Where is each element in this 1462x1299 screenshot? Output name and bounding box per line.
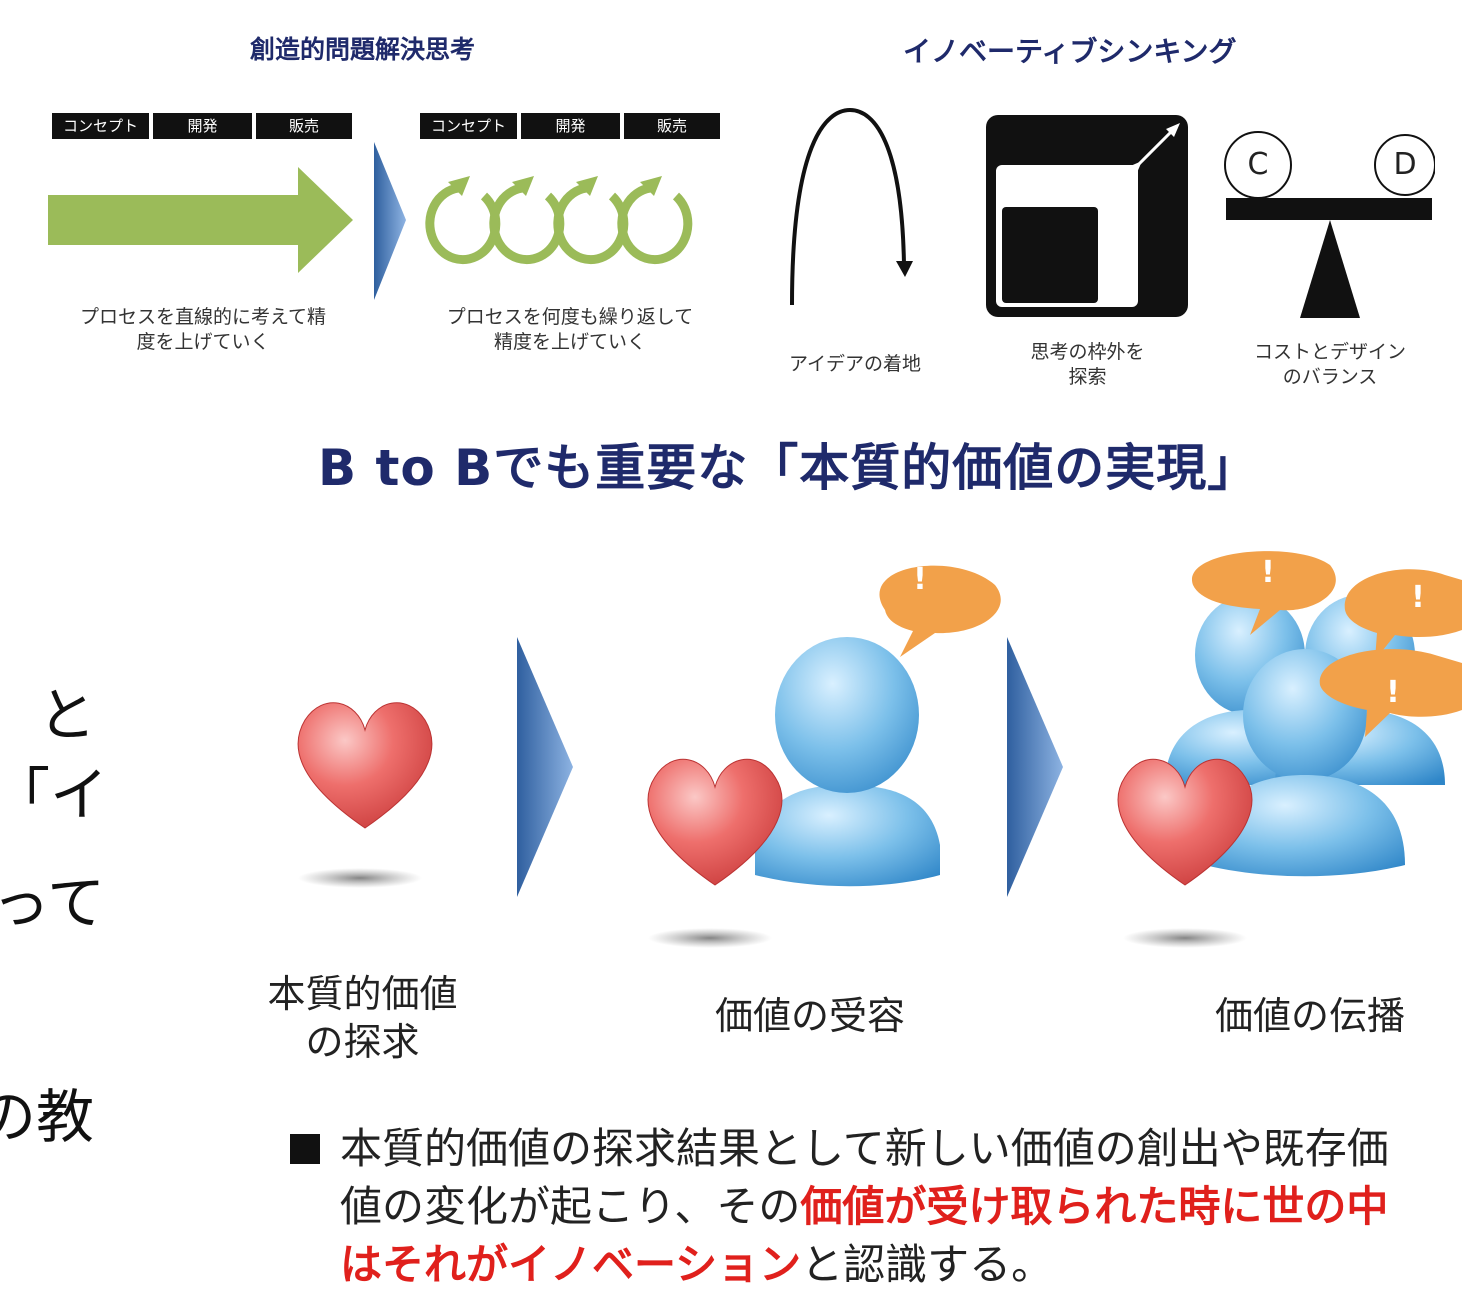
idea-landing-caption-line1: アイデアの着地 bbox=[788, 353, 922, 375]
iterative-header-concept: コンセプト bbox=[420, 113, 517, 139]
iterative-caption-line1: プロセスを何度も繰り返して bbox=[446, 306, 694, 328]
stage3-bubble-mark-3: ! bbox=[1386, 675, 1400, 710]
stage-chevron-1-icon bbox=[517, 637, 573, 897]
stage3-bubble-mark-2: ! bbox=[1411, 580, 1425, 615]
idea-landing-arc-icon bbox=[790, 107, 913, 306]
stage-chevron-2-icon bbox=[1007, 637, 1063, 897]
linear-caption: プロセスを直線的に考えて精 度を上げていく bbox=[48, 305, 358, 355]
stage3-bubble-mark-1: ! bbox=[1261, 555, 1275, 590]
cost-circle-label: C bbox=[1247, 147, 1269, 182]
linear-caption-line1: プロセスを直線的に考えて精 bbox=[79, 306, 327, 328]
linear-header-development: 開発 bbox=[153, 113, 252, 139]
innovative-thinking-title: イノベーティブシンキング bbox=[903, 35, 1237, 68]
balance-caption: コストとデザイン のバランス bbox=[1225, 340, 1435, 390]
left-fragment-3: って bbox=[0, 869, 106, 937]
stage1-heart-icon bbox=[297, 702, 433, 888]
idea-landing-caption: アイデアの着地 bbox=[760, 352, 950, 377]
bullet-text-emphasis: 価値が受け取られた時に世の中はそれがイノベーション bbox=[340, 1182, 1389, 1289]
think-outside-caption-line1: 思考の枠外を bbox=[1030, 341, 1145, 363]
stage1-label-line1: 本質的価値 bbox=[267, 972, 458, 1016]
stage2-label-line1: 価値の受容 bbox=[714, 994, 905, 1038]
process-chevron-icon bbox=[374, 142, 406, 300]
stage2-bubble-mark: ! bbox=[913, 562, 927, 597]
stage3-label-line1: 価値の伝播 bbox=[1214, 994, 1405, 1038]
stage3-group-icon bbox=[1117, 551, 1462, 948]
iterative-header-development: 開発 bbox=[521, 113, 620, 139]
bullet-text-plain-2: と認識する。 bbox=[801, 1240, 1054, 1289]
left-fragment-4: の教 bbox=[0, 1083, 95, 1151]
bullet-statement: 本質的価値の探求結果として新しい価値の創出や既存価値の変化が起こり、その価値が受… bbox=[290, 1120, 1430, 1294]
bullet-text: 本質的価値の探求結果として新しい価値の創出や既存価値の変化が起こり、その価値が受… bbox=[340, 1120, 1430, 1294]
left-fragment-1: と bbox=[38, 681, 97, 749]
stage3-label: 価値の伝播 bbox=[1180, 992, 1440, 1040]
iterative-caption: プロセスを何度も繰り返して 精度を上げていく bbox=[420, 305, 720, 355]
think-outside-caption-line2: 探索 bbox=[1068, 366, 1107, 388]
iterative-header-sales: 販売 bbox=[624, 113, 720, 139]
balance-caption-line1: コストとデザイン bbox=[1253, 341, 1406, 363]
left-fragment-2: 「イ bbox=[0, 761, 109, 829]
iterative-loop-arrows-icon bbox=[425, 176, 693, 265]
think-outside-box-icon bbox=[986, 115, 1188, 317]
linear-arrow-icon bbox=[48, 167, 353, 273]
linear-caption-line2: 度を上げていく bbox=[136, 331, 270, 353]
stage1-label-line2: の探求 bbox=[305, 1020, 420, 1064]
design-circle-label: D bbox=[1393, 147, 1417, 182]
cost-design-balance-icon bbox=[1224, 131, 1435, 318]
think-outside-caption: 思考の枠外を 探索 bbox=[990, 340, 1185, 390]
creative-problem-solving-title: 創造的問題解決思考 bbox=[250, 35, 476, 64]
iterative-caption-line2: 精度を上げていく bbox=[493, 331, 646, 353]
stage1-label: 本質的価値 の探求 bbox=[240, 970, 485, 1066]
stage2-person-icon bbox=[647, 565, 1001, 948]
stage2-label: 価値の受容 bbox=[680, 992, 940, 1040]
linear-header-sales: 販売 bbox=[256, 113, 352, 139]
bullet-text-plain-1: 本質的価値の探求結果として新しい価値の創出や既存価値の変化が起こり、その bbox=[340, 1124, 1389, 1231]
bullet-square-icon bbox=[290, 1134, 320, 1164]
linear-header-concept: コンセプト bbox=[52, 113, 149, 139]
main-heading: B to Bでも重要な「本質的価値の実現」 bbox=[318, 439, 1259, 497]
balance-caption-line2: のバランス bbox=[1282, 366, 1378, 388]
